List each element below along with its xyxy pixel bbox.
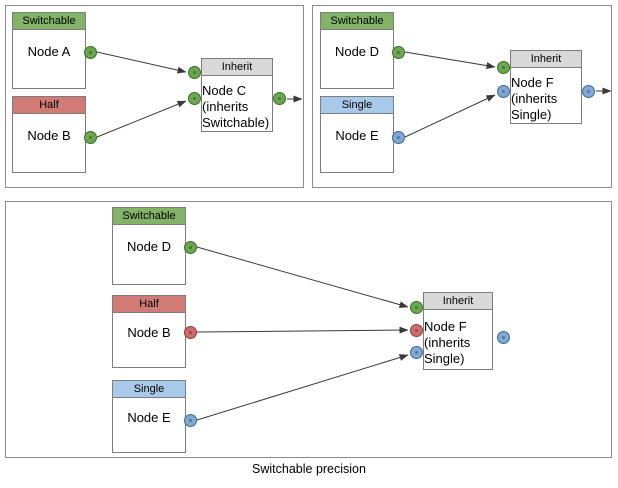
node-c-label-line2: (inherits (202, 98, 249, 114)
diagram-caption: Switchable precision (252, 462, 366, 476)
node-c-label-line1: Node C (202, 82, 247, 98)
node-node-d-2[interactable]: Switchable Node D (112, 207, 186, 285)
node-node-b[interactable]: Half Node B (12, 96, 86, 173)
node-node-e-2[interactable]: Single Node E (112, 380, 186, 453)
node-d-2-label: Node D (126, 239, 172, 254)
node-node-f[interactable]: Inherit Node F (inherits Single) (510, 50, 582, 124)
node-f-2-label-line3: Single) (424, 351, 465, 366)
node-d-2-header: Switchable (113, 208, 185, 225)
node-e-2-output-port[interactable] (184, 414, 197, 427)
node-node-f-2[interactable]: Inherit Node F (inherits Single) (423, 292, 493, 370)
node-f-2-input-port-2[interactable] (410, 324, 423, 337)
node-a-header: Switchable (13, 13, 85, 30)
node-a-output-port[interactable] (84, 46, 97, 59)
node-c-label-line3: Switchable) (202, 114, 270, 130)
node-f-output-port[interactable] (582, 85, 595, 98)
node-f-label-line1: Node F (511, 74, 554, 90)
node-f-2-label-line2: (inherits (424, 335, 471, 350)
node-f-label: Node F (inherits Single) (511, 68, 581, 124)
node-f-2-input-port-1[interactable] (410, 301, 423, 314)
node-b-2-output-port[interactable] (184, 326, 197, 339)
node-e-2-header: Single (113, 381, 185, 398)
node-d-label: Node D (334, 44, 380, 59)
node-node-e[interactable]: Single Node E (320, 96, 394, 173)
node-c-label: Node C (inherits Switchable) (202, 76, 272, 132)
node-f-label-line3: Single) (511, 106, 552, 122)
node-f-2-header: Inherit (424, 293, 492, 310)
node-b-2-header: Half (113, 296, 185, 313)
node-f-label-line2: (inherits (511, 90, 558, 106)
node-node-a[interactable]: Switchable Node A (12, 12, 86, 89)
node-e-2-label: Node E (127, 410, 171, 425)
node-f-2-output-port[interactable] (497, 331, 510, 344)
node-c-output-port[interactable] (273, 92, 286, 105)
node-f-input-port-1[interactable] (497, 61, 510, 74)
node-f-header: Inherit (511, 51, 581, 68)
node-f-2-label: Node F (inherits Single) (424, 310, 492, 370)
node-node-d[interactable]: Switchable Node D (320, 12, 394, 89)
node-d-output-port[interactable] (392, 46, 405, 59)
node-d-2-output-port[interactable] (184, 241, 197, 254)
node-c-header: Inherit (202, 59, 272, 76)
panel-bottom (5, 201, 612, 458)
node-b-output-port[interactable] (84, 131, 97, 144)
node-b-label: Node B (27, 128, 71, 143)
node-a-label: Node A (27, 44, 71, 59)
node-b-header: Half (13, 97, 85, 114)
node-b-2-label: Node B (127, 325, 171, 340)
node-c-input-port-1[interactable] (188, 66, 201, 79)
node-e-header: Single (321, 97, 393, 114)
node-e-output-port[interactable] (392, 131, 405, 144)
node-f-2-input-port-3[interactable] (410, 346, 423, 359)
node-d-header: Switchable (321, 13, 393, 30)
node-f-2-label-line1: Node F (424, 319, 467, 334)
node-node-c[interactable]: Inherit Node C (inherits Switchable) (201, 58, 273, 132)
node-e-label: Node E (335, 128, 379, 143)
node-f-input-port-2[interactable] (497, 85, 510, 98)
node-c-input-port-2[interactable] (188, 92, 201, 105)
node-node-b-2[interactable]: Half Node B (112, 295, 186, 368)
